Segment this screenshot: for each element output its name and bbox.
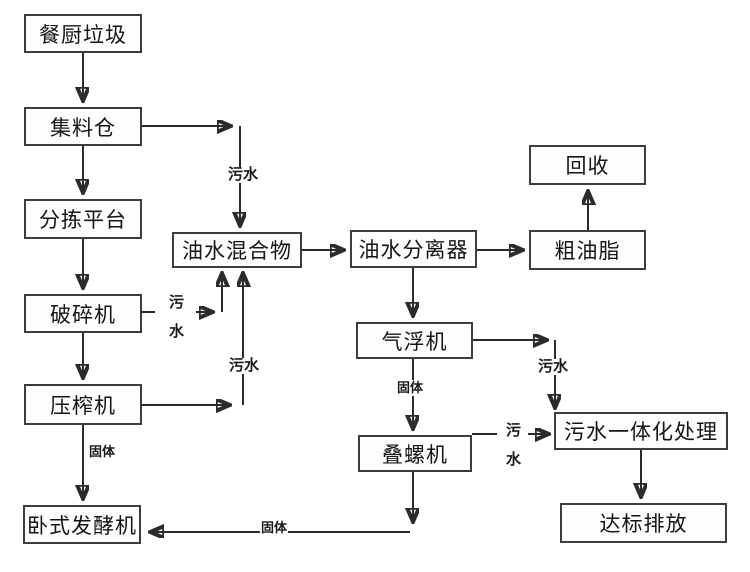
node-collection-bin: 集料仓 xyxy=(24,107,142,146)
edge-label-solid-screw: 固体 xyxy=(260,520,289,536)
edge-label-sewage-press: 污水 xyxy=(228,357,261,374)
node-crusher: 破碎机 xyxy=(24,294,142,333)
node-screw-stacking: 叠螺机 xyxy=(358,435,472,472)
node-air-flotation: 气浮机 xyxy=(356,322,473,359)
node-oil-water-mixture: 油水混合物 xyxy=(172,232,302,268)
node-recycling: 回收 xyxy=(529,145,646,185)
edge-label-sewage-flotation: 污水 xyxy=(537,358,570,375)
node-kitchen-waste: 餐厨垃圾 xyxy=(24,14,142,53)
edge-label-solid-press: 固体 xyxy=(88,444,117,460)
node-crude-grease: 粗油脂 xyxy=(529,230,646,270)
edge-label-solid-flotation: 固体 xyxy=(396,380,425,396)
edge-label-sewage-screw: 污水 xyxy=(504,416,523,474)
edge-label-sewage-crusher: 污水 xyxy=(167,288,186,346)
node-press: 压榨机 xyxy=(24,384,142,425)
node-sewage-treatment: 污水一体化处理 xyxy=(554,412,728,450)
edge-label-sewage-bin: 污水 xyxy=(227,166,260,183)
node-sorting-platform: 分拣平台 xyxy=(24,199,142,239)
node-horizontal-fermenter: 卧式发酵机 xyxy=(23,505,141,544)
node-discharge: 达标排放 xyxy=(560,503,727,543)
node-oil-water-separator: 油水分离器 xyxy=(350,230,477,268)
